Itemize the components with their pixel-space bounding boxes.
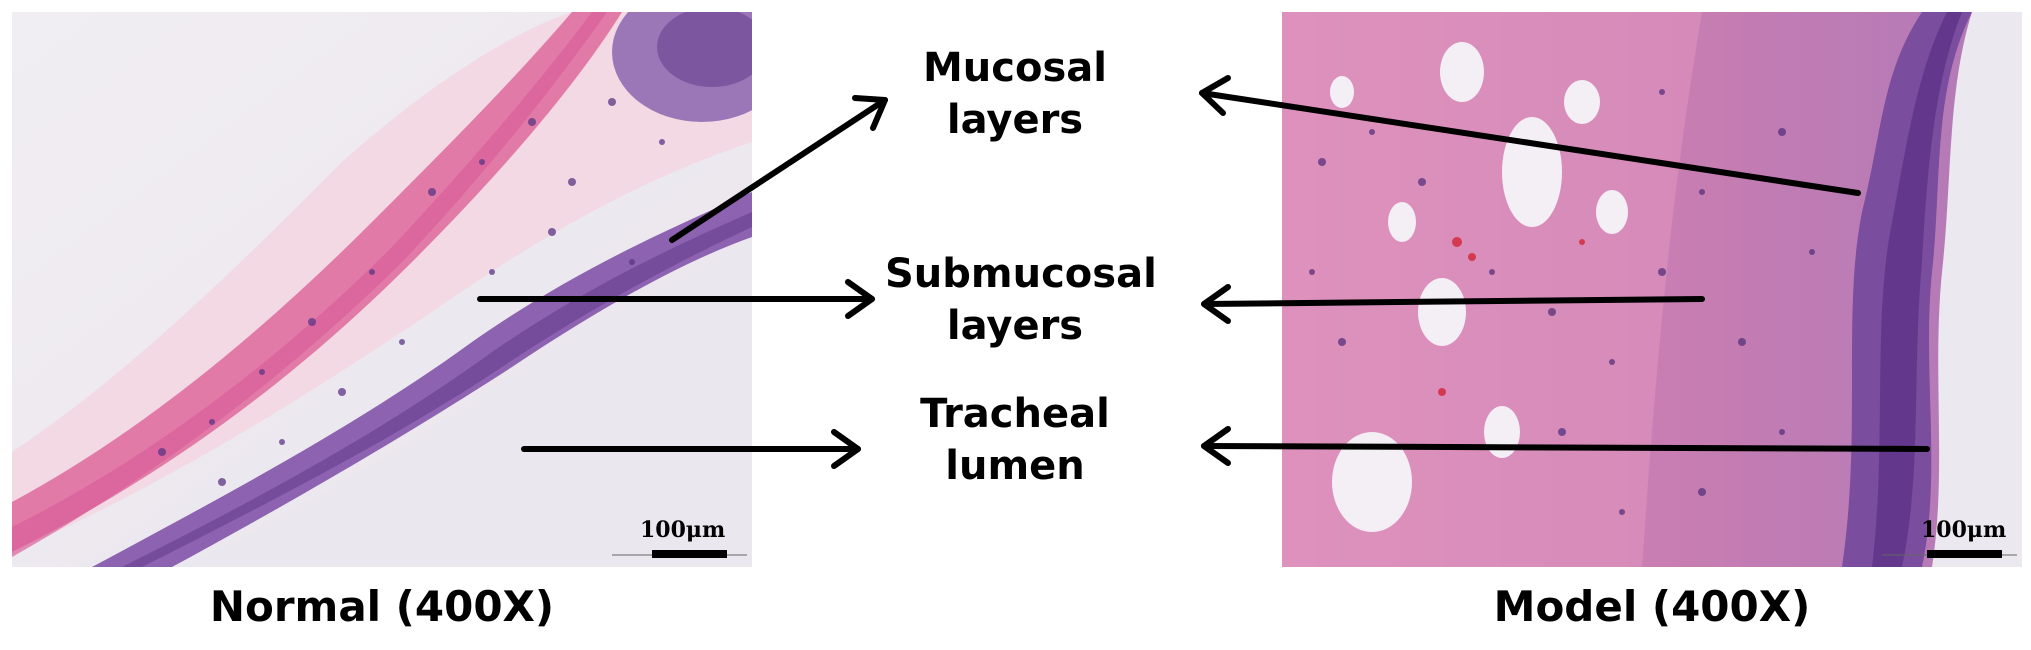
mucosal-arrowhead-right bbox=[1199, 75, 1231, 116]
right-scale-bar-label: 100μm bbox=[1921, 517, 2007, 543]
normal-micrograph bbox=[12, 12, 752, 567]
submucosal-arrowhead-right bbox=[1201, 284, 1231, 324]
lumen-label-line1: Tracheal bbox=[920, 391, 1110, 437]
submucosal-arrow-right bbox=[1201, 296, 1705, 307]
model-caption: Model (400X) bbox=[1493, 582, 1811, 631]
left-scale-bar-label: 100μm bbox=[640, 517, 726, 543]
mucosal-label-line1: Mucosal bbox=[923, 45, 1107, 91]
mucosal-arrowhead-left bbox=[852, 95, 888, 131]
lumen-arrowhead-left bbox=[831, 429, 861, 469]
tracheal-lumen-label: Tracheal lumen bbox=[895, 388, 1135, 492]
mucosal-label-line2: layers bbox=[946, 97, 1084, 143]
lumen-arrow-right bbox=[1201, 443, 1930, 452]
lumen-arrowhead-right bbox=[1201, 426, 1231, 466]
mucosal-arrow-right bbox=[1199, 90, 1861, 196]
submucosal-label-line2: layers bbox=[946, 303, 1084, 349]
lumen-label-line2: lumen bbox=[945, 443, 1085, 489]
mucosal-layers-label: Mucosal layers bbox=[895, 42, 1135, 146]
normal-tissue-illustration bbox=[12, 12, 752, 567]
submucosal-label-line1: Submucosal bbox=[885, 251, 1157, 297]
submucosal-layers-label: Submucosal layers bbox=[885, 248, 1157, 352]
mucosal-arrow-left bbox=[669, 97, 888, 243]
submucosal-arrowhead-left bbox=[845, 279, 875, 319]
normal-caption: Normal (400X) bbox=[209, 582, 555, 631]
